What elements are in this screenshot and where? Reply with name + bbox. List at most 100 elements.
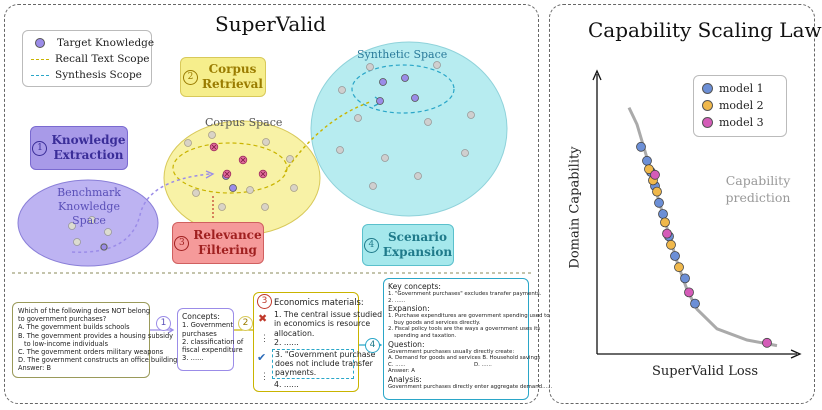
y-axis-arrowhead bbox=[592, 69, 602, 81]
synthetic-dots bbox=[336, 61, 475, 190]
legend-model-3: model 3 bbox=[702, 116, 764, 129]
prediction-line-2: prediction bbox=[725, 190, 791, 205]
trend-curve bbox=[627, 106, 778, 348]
question-line: B. The government provides a housing sub… bbox=[18, 331, 174, 340]
materials-body: 1. The central issue studied in economic… bbox=[272, 310, 383, 389]
question-line: Answer: B bbox=[18, 364, 52, 373]
synthetic-dot bbox=[424, 118, 432, 126]
model-1-point bbox=[642, 155, 652, 166]
corpus-dot bbox=[262, 138, 270, 146]
legend-target-row: Target Knowledge bbox=[31, 37, 154, 49]
model-1-point bbox=[636, 141, 646, 152]
concept-line: 1. Government bbox=[182, 321, 234, 330]
model-3-dot-icon bbox=[702, 117, 713, 128]
question-line: D. The government constructs an office b… bbox=[18, 356, 178, 365]
concepts-title: Concepts: bbox=[182, 312, 220, 321]
x-axis-arrowhead bbox=[790, 349, 802, 359]
question-line: A. The government builds schools bbox=[18, 323, 130, 332]
model-1-point bbox=[654, 197, 664, 208]
synthetic-dot bbox=[467, 111, 475, 119]
model-2-point bbox=[644, 164, 654, 175]
benchmark-space-ellipse bbox=[17, 179, 159, 267]
key-concept-line: 1. "Government purchases" excludes trans… bbox=[388, 291, 542, 297]
model-2-label: model 2 bbox=[719, 99, 764, 112]
model-3-point bbox=[662, 228, 672, 239]
stage-2-number: 2 bbox=[183, 69, 198, 85]
stage-4-label-1: Scenario bbox=[387, 230, 447, 244]
model-3-label: model 3 bbox=[719, 116, 764, 129]
synthetic-dot bbox=[433, 61, 441, 69]
material-line: 2. ...... bbox=[274, 338, 299, 348]
expansion-line: 2. Fiscal policy tools are the ways a go… bbox=[388, 326, 541, 333]
synthetic-dot bbox=[366, 63, 374, 71]
legend-target-label: Target Knowledge bbox=[57, 37, 155, 49]
corpus-dot bbox=[208, 131, 216, 139]
synthetic-dot bbox=[354, 114, 362, 122]
corpus-dot bbox=[218, 203, 226, 211]
key-concept-line: 2. ...... bbox=[388, 297, 406, 304]
recall-scope-ellipse bbox=[172, 142, 288, 194]
benchmark-label-line2: Knowledge Space bbox=[58, 200, 120, 227]
legend-recall-row: Recall Text Scope bbox=[31, 53, 150, 65]
model-2-point bbox=[666, 239, 676, 250]
y-axis-label: Domain Capability bbox=[567, 146, 583, 269]
recall-dash-icon bbox=[31, 58, 49, 60]
key-concepts-title: Key concepts: bbox=[388, 282, 441, 291]
question-line: to government purchases? bbox=[18, 315, 107, 324]
concept-line: 3. ...... bbox=[182, 354, 204, 363]
material-line: allocation. bbox=[274, 328, 315, 338]
model-3-point bbox=[684, 287, 694, 298]
synthetic-dot bbox=[414, 172, 422, 180]
model-1-point bbox=[680, 273, 690, 284]
model-2-point bbox=[652, 186, 662, 197]
benchmark-dot bbox=[104, 228, 112, 236]
model-1-point bbox=[670, 251, 680, 261]
stage-2-label-1: Corpus bbox=[208, 62, 257, 76]
model-1-point bbox=[690, 298, 700, 309]
analysis-title: Analysis: bbox=[388, 374, 422, 384]
synthetic-space-ellipse bbox=[310, 41, 508, 217]
synthetic-target-dots bbox=[376, 74, 419, 105]
model-1-label: model 1 bbox=[719, 82, 764, 95]
benchmark-target-dot bbox=[100, 243, 108, 251]
material-line: does not include transfer bbox=[275, 359, 373, 369]
benchmark-arrowhead bbox=[205, 170, 215, 179]
ellipsis-icon: ⋮ bbox=[260, 372, 269, 382]
corpus-dot bbox=[184, 139, 192, 147]
accept-check-icon: ✔ bbox=[257, 351, 267, 364]
step-1-badge: 1 bbox=[156, 316, 171, 331]
scaling-law-chart bbox=[592, 69, 802, 359]
benchmark-dot bbox=[68, 222, 76, 230]
legend-synthesis-row: Synthesis Scope bbox=[31, 69, 142, 81]
benchmark-dot bbox=[73, 238, 81, 246]
material-line: payments. bbox=[275, 368, 317, 378]
model-2-point bbox=[660, 217, 670, 228]
synthetic-dot bbox=[336, 146, 344, 154]
x-axis-label: SuperValid Loss bbox=[652, 364, 759, 379]
synthetic-target-dot bbox=[376, 97, 384, 105]
corpus-dots bbox=[184, 131, 298, 211]
expansion-line: 1. Purchase expenditures are government … bbox=[388, 313, 550, 320]
question-line: Which of the following does NOT belong bbox=[18, 307, 151, 315]
benchmark-dot bbox=[88, 216, 96, 224]
corpus-space-ellipse bbox=[163, 120, 321, 236]
ellipsis-icon: ⋮ bbox=[260, 334, 269, 344]
material-line: 4. ...... bbox=[274, 379, 299, 389]
corpus-space-label: Corpus Space bbox=[205, 116, 283, 129]
stage-4-label-2: Expansion bbox=[382, 245, 453, 259]
corpus-dot bbox=[192, 189, 200, 197]
question-line: to low-income individuals bbox=[24, 339, 109, 348]
question-line: C. The government orders military weapon… bbox=[18, 348, 164, 357]
step-3-badge: 3 bbox=[257, 294, 272, 309]
legend-model-1: model 1 bbox=[702, 82, 764, 95]
new-question-line: Government purchases usually directly cr… bbox=[388, 348, 515, 355]
step-2-badge: 2 bbox=[238, 316, 253, 331]
material-line: 1. The central issue studied bbox=[274, 310, 383, 319]
model-2-dot-icon bbox=[702, 100, 713, 111]
synthetic-space-label: Synthetic Space bbox=[357, 48, 448, 61]
material-line: 3. "Government purchase bbox=[275, 349, 376, 359]
